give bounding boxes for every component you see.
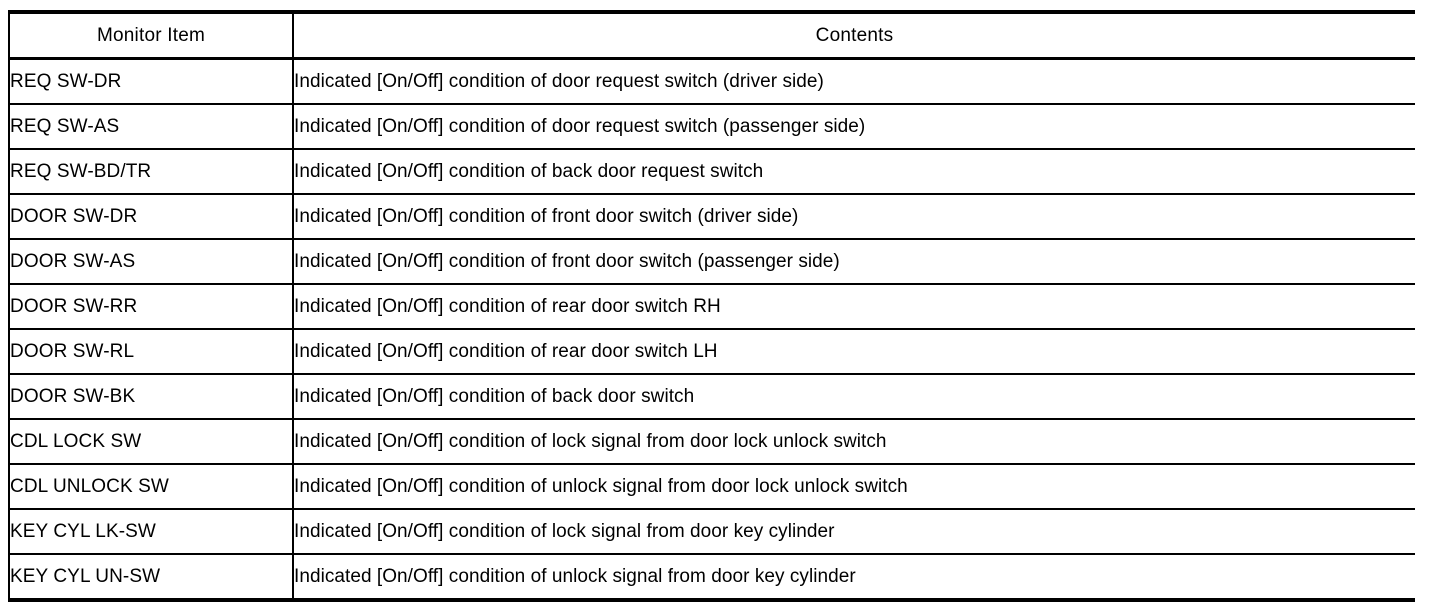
monitor-item-cell: DOOR SW-BK	[9, 374, 294, 420]
table-header-row: Monitor Item Contents	[9, 12, 1415, 60]
contents-cell: Indicated [On/Off] condition of rear doo…	[293, 329, 1415, 375]
contents-cell: Indicated [On/Off] condition of door req…	[293, 104, 1415, 150]
column-header-contents: Contents	[293, 12, 1415, 60]
contents-cell: Indicated [On/Off] condition of front do…	[293, 239, 1415, 285]
contents-cell: Indicated [On/Off] condition of door req…	[293, 58, 1415, 105]
monitor-item-cell: KEY CYL UN-SW	[9, 554, 294, 600]
contents-cell: Indicated [On/Off] condition of lock sig…	[293, 419, 1415, 465]
monitor-item-cell: REQ SW-DR	[9, 58, 294, 105]
contents-cell: Indicated [On/Off] condition of back doo…	[293, 149, 1415, 195]
contents-cell: Indicated [On/Off] condition of rear doo…	[293, 284, 1415, 330]
monitor-item-cell: DOOR SW-RR	[9, 284, 294, 330]
contents-cell: Indicated [On/Off] condition of front do…	[293, 194, 1415, 240]
contents-cell: Indicated [On/Off] condition of back doo…	[293, 374, 1415, 420]
table-header: Monitor Item Contents	[9, 12, 1415, 60]
column-header-monitor-item: Monitor Item	[9, 12, 294, 60]
contents-cell: Indicated [On/Off] condition of unlock s…	[293, 464, 1415, 510]
monitor-item-cell: CDL LOCK SW	[9, 419, 294, 465]
contents-cell: Indicated [On/Off] condition of lock sig…	[293, 509, 1415, 555]
monitor-item-cell: REQ SW-AS	[9, 104, 294, 150]
monitor-item-cell: DOOR SW-DR	[9, 194, 294, 240]
monitor-item-cell: KEY CYL LK-SW	[9, 509, 294, 555]
monitor-item-cell: DOOR SW-AS	[9, 239, 294, 285]
monitor-item-cell: CDL UNLOCK SW	[9, 464, 294, 510]
monitor-item-cell: REQ SW-BD/TR	[9, 149, 294, 195]
contents-cell: Indicated [On/Off] condition of unlock s…	[293, 554, 1415, 600]
monitor-item-cell: DOOR SW-RL	[9, 329, 294, 375]
